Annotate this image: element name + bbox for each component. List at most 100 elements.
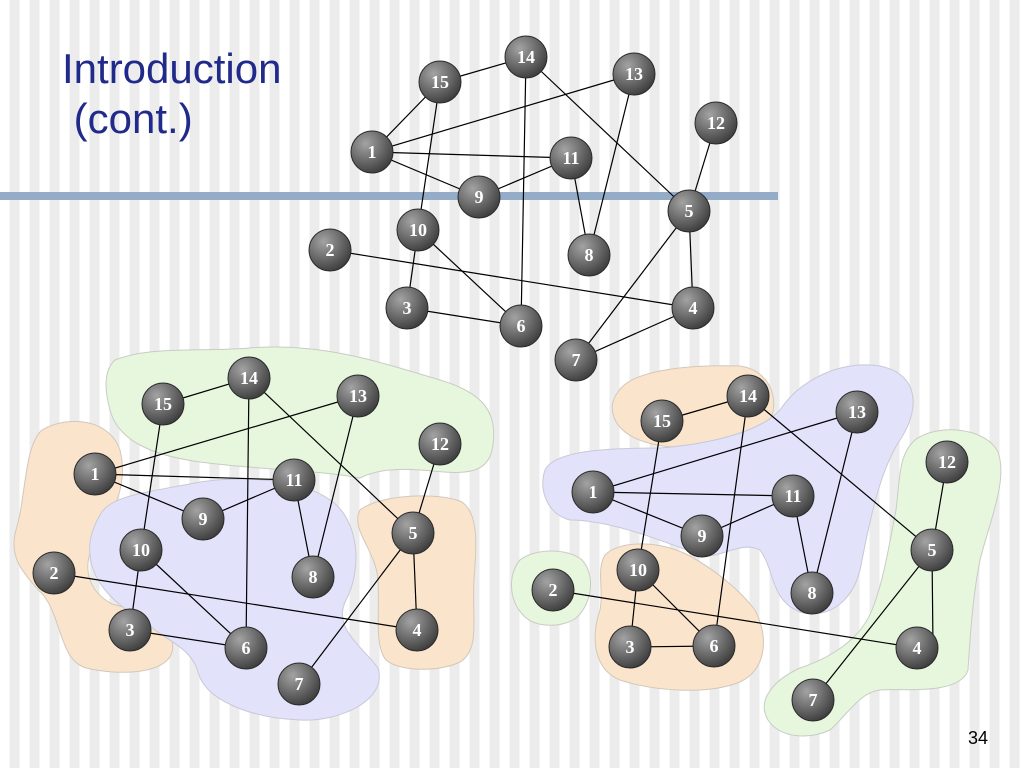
edge-15-10 <box>140 403 164 551</box>
edge-5-7 <box>298 532 414 685</box>
graph-node: 11 <box>771 474 815 518</box>
svg-text:2: 2 <box>326 240 335 260</box>
region-blue-upper <box>542 364 914 615</box>
edge-15-10 <box>417 81 441 231</box>
region-green-top <box>105 346 495 479</box>
graph-node: 14 <box>504 35 548 79</box>
svg-text:11: 11 <box>285 470 302 490</box>
svg-text:11: 11 <box>784 486 801 506</box>
svg-text:4: 4 <box>913 638 922 658</box>
svg-text:6: 6 <box>710 636 719 656</box>
region-green-right <box>763 429 1002 737</box>
edge-1-11 <box>592 491 794 497</box>
region-blue-center <box>89 478 380 721</box>
graph-node: 1 <box>350 130 394 174</box>
graph-node: 12 <box>418 422 462 466</box>
edge-10-6 <box>140 549 247 649</box>
page-number: 34 <box>967 728 988 748</box>
graph-node: 13 <box>835 390 879 434</box>
svg-text:5: 5 <box>685 201 694 221</box>
svg-text:14: 14 <box>739 386 757 406</box>
graph-node: 5 <box>910 528 954 572</box>
svg-text:8: 8 <box>585 245 594 265</box>
svg-text:15: 15 <box>653 411 671 431</box>
graph-node: 8 <box>790 571 834 615</box>
graph-node: 10 <box>616 548 660 592</box>
svg-text:9: 9 <box>475 187 484 207</box>
svg-text:11: 11 <box>562 148 579 168</box>
edge-14-5 <box>525 56 690 212</box>
edge-15-10 <box>637 420 663 571</box>
edge-13-8 <box>312 395 359 578</box>
edge-5-7 <box>575 210 690 361</box>
edge-1-11 <box>94 473 295 481</box>
svg-text:13: 13 <box>625 64 643 84</box>
svg-text:6: 6 <box>517 316 526 336</box>
svg-text:12: 12 <box>707 113 725 133</box>
svg-text:4: 4 <box>413 620 422 640</box>
nodes-right-graph: 1 2 3 4 5 6 7 8 9 10 11 12 13 14 15 <box>531 374 969 722</box>
graph-node: 15 <box>141 382 185 426</box>
edge-13-8 <box>588 73 635 256</box>
edge-14-5 <box>747 395 933 551</box>
graph-node: 7 <box>554 338 598 382</box>
graph-node: 4 <box>895 626 939 670</box>
graph-node: 6 <box>499 304 543 348</box>
svg-text:14: 14 <box>240 368 258 388</box>
svg-text:2: 2 <box>549 580 558 600</box>
graph-node: 2 <box>32 551 76 595</box>
svg-text:9: 9 <box>199 509 208 529</box>
title-underline-bar <box>0 192 778 200</box>
svg-text:12: 12 <box>938 452 956 472</box>
graph-node: 9 <box>457 175 501 219</box>
svg-text:7: 7 <box>572 350 581 370</box>
graph-node: 8 <box>567 233 611 277</box>
nodes-top-graph: 1 2 3 4 5 6 7 8 9 10 11 12 13 14 15 <box>308 35 738 382</box>
edge-10-6 <box>417 229 522 327</box>
graph-node: 10 <box>396 208 440 252</box>
graph-node: 4 <box>395 608 439 652</box>
svg-text:7: 7 <box>809 690 818 710</box>
edge-2-4 <box>53 572 418 631</box>
graph-node: 1 <box>571 470 615 514</box>
svg-text:15: 15 <box>431 72 449 92</box>
graph-node: 14 <box>227 356 271 400</box>
svg-text:5: 5 <box>928 540 937 560</box>
graph-node: 5 <box>391 511 435 555</box>
edge-14-5 <box>248 377 414 534</box>
svg-text:10: 10 <box>132 540 150 560</box>
graph-node: 12 <box>694 101 738 145</box>
graph-node: 6 <box>224 626 268 670</box>
graph-node: 3 <box>385 286 429 330</box>
edge-2-4 <box>552 589 918 649</box>
graph-node: 2 <box>308 228 352 272</box>
edge-2-4 <box>329 249 694 309</box>
edge-13-1 <box>371 73 635 153</box>
edge-13-1 <box>592 411 858 493</box>
graph-node: 1 <box>73 452 117 496</box>
svg-text:6: 6 <box>242 638 251 658</box>
svg-text:13: 13 <box>848 402 866 422</box>
graph-node: 9 <box>181 497 225 541</box>
partition-regions-left <box>13 346 495 721</box>
svg-text:8: 8 <box>808 583 817 603</box>
edge-14-6 <box>713 395 749 647</box>
svg-text:3: 3 <box>126 620 135 640</box>
graph-node: 7 <box>277 662 321 706</box>
svg-text:7: 7 <box>295 674 304 694</box>
graph-node: 7 <box>791 678 835 722</box>
graph-node: 2 <box>531 568 575 612</box>
svg-text:1: 1 <box>589 482 598 502</box>
graph-node: 10 <box>119 528 163 572</box>
graph-node: 14 <box>726 374 770 418</box>
edge-13-1 <box>94 395 359 475</box>
svg-text:5: 5 <box>409 523 418 543</box>
graph-node: 4 <box>671 286 715 330</box>
edge-5-7 <box>812 549 933 701</box>
graph-node: 3 <box>108 608 152 652</box>
region-orange-left <box>13 420 174 673</box>
graph-node: 9 <box>680 514 724 558</box>
svg-text:2: 2 <box>50 563 59 583</box>
svg-text:13: 13 <box>349 386 367 406</box>
